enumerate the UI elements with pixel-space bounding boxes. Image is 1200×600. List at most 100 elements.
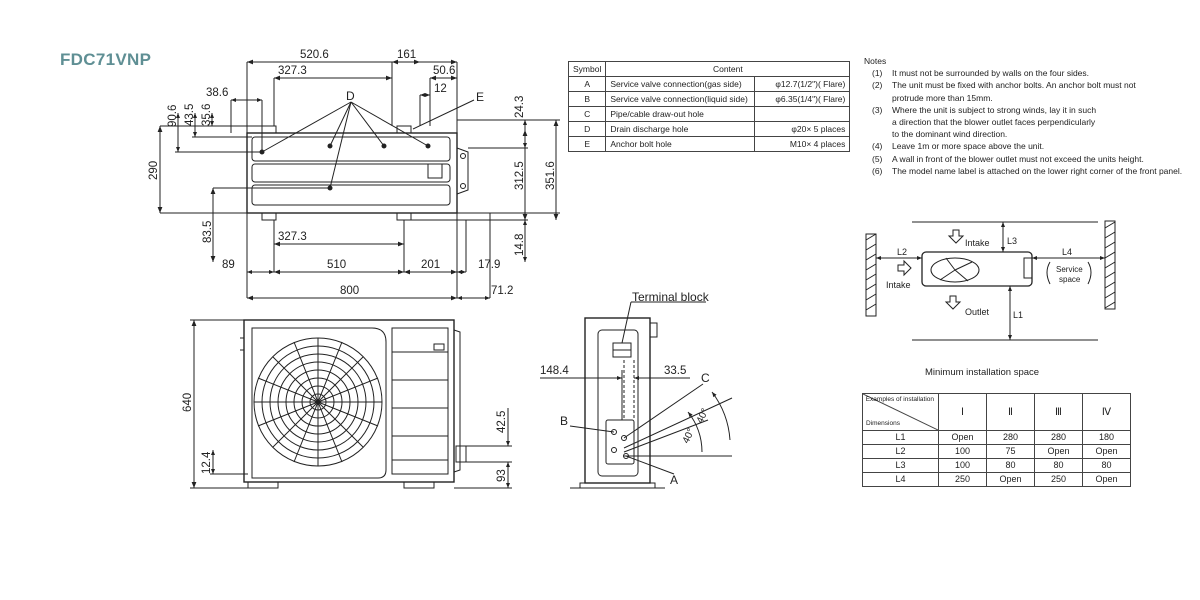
dim-43-5: 43.5	[184, 104, 196, 126]
note-text: Where the unit is subject to strong wind…	[892, 104, 1097, 115]
dim-640: 640	[182, 393, 194, 412]
top-side-bracket	[456, 147, 469, 195]
note-num: (1)	[872, 68, 883, 79]
note-num: (3)	[872, 104, 883, 115]
terminal-block-label: Terminal block	[632, 290, 710, 304]
dim-71-2: 71.2	[491, 285, 513, 297]
corner-top-label: Examples of installation	[865, 396, 934, 403]
dim-312-5: 312.5	[514, 161, 526, 190]
dim-327-3-bottom: 327.3	[278, 231, 307, 243]
symbol-cell: C	[567, 106, 607, 122]
notes: Notes (1)It must not be surrounded by wa…	[864, 55, 1194, 177]
note-text: The model name label is attached on the …	[892, 165, 1183, 176]
intake-top-label: Intake	[965, 238, 990, 248]
anchor-foot-bl	[261, 212, 277, 221]
table-row: C Pipe/cable draw-out hole	[567, 106, 851, 122]
side-view	[540, 301, 733, 489]
label-b: B	[560, 414, 568, 428]
symbol-cell: B	[567, 91, 607, 107]
label-c: C	[701, 371, 710, 385]
table-row: A Service valve connection(gas side) φ12…	[567, 76, 851, 92]
dim-290: 290	[148, 161, 160, 180]
front-foot-right	[403, 481, 435, 489]
side-base	[579, 482, 656, 489]
dim-14-8: 14.8	[514, 234, 526, 256]
spec-cell: M10× 4 places	[754, 136, 851, 152]
note-item: (2)The unit must be fixed with anchor bo…	[864, 79, 1194, 91]
table-row: B Service valve connection(liquid side) …	[567, 91, 851, 107]
space-label: space	[1059, 275, 1081, 284]
spec-cell: φ6.35(1/4")( Flare)	[754, 91, 851, 107]
table-row: L1 Open 280 280 180	[862, 430, 1131, 445]
anchor-foot-tr	[396, 125, 412, 134]
value-cell: 80	[986, 458, 1035, 473]
value-cell: 100	[938, 444, 987, 459]
l1-label: L1	[1013, 310, 1023, 320]
dim-520-6: 520.6	[300, 49, 329, 61]
notes-title: Notes	[864, 56, 887, 66]
l2-label: L2	[897, 247, 907, 257]
row-header: L3	[862, 458, 939, 473]
note-text: protrude more than 15mm.	[892, 92, 993, 103]
dim-89: 89	[222, 259, 235, 271]
intake-left-label: Intake	[886, 280, 911, 290]
label-d: D	[346, 89, 355, 103]
anchor-foot-br	[396, 212, 412, 221]
value-cell: Open	[986, 472, 1035, 487]
col-header: Ⅱ	[986, 393, 1035, 431]
dim-12: 12	[434, 83, 447, 95]
wall-right	[1104, 220, 1116, 310]
examples-table: Examples of installation Dimensions Ⅰ Ⅱ …	[862, 393, 1131, 487]
top-panel-mid	[251, 163, 451, 183]
value-cell: 75	[986, 444, 1035, 459]
table-row: L3 100 80 80 80	[862, 458, 1131, 473]
note-item: (6)The model name label is attached on t…	[864, 165, 1194, 177]
top-panel-upper	[251, 136, 451, 162]
dim-351-6: 351.6	[545, 161, 557, 190]
side-panel	[597, 329, 639, 477]
wall-left	[865, 233, 877, 317]
corner-bottom-label: Dimensions	[866, 420, 900, 427]
symbol-cell: A	[567, 76, 607, 92]
dim-35-6: 35.6	[201, 104, 213, 126]
front-foot-left	[247, 481, 279, 489]
value-cell: Open	[1082, 444, 1131, 459]
value-cell: 280	[1034, 430, 1083, 445]
anchor-foot-tl	[261, 125, 277, 134]
service-label: Service	[1056, 265, 1083, 274]
dim-38-6: 38.6	[206, 87, 228, 99]
content-cell: Drain discharge hole	[605, 121, 756, 137]
dim-148-4: 148.4	[540, 365, 569, 377]
outlet-arrow	[944, 295, 962, 310]
dim-800: 800	[340, 285, 359, 297]
note-item: (3) Where the unit is subject to strong w…	[864, 104, 1194, 116]
col-header: Ⅳ	[1082, 393, 1131, 431]
row-header: L2	[862, 444, 939, 459]
dim-201: 201	[421, 259, 440, 271]
dim-83-5: 83.5	[202, 221, 214, 243]
symbol-table: Symbol Content A Service valve connectio…	[567, 61, 851, 152]
col-header: Ⅲ	[1034, 393, 1083, 431]
l4-label: L4	[1062, 247, 1072, 257]
angle-40-outer: 40°	[695, 407, 711, 425]
value-cell: 280	[986, 430, 1035, 445]
table-row: D Drain discharge hole φ20× 5 places	[567, 121, 851, 137]
content-cell: Service valve connection(liquid side)	[605, 91, 756, 107]
header-content: Content	[605, 61, 851, 77]
content-cell: Service valve connection(gas side)	[605, 76, 756, 92]
top-body-outline	[246, 132, 458, 214]
header-symbol: Symbol	[567, 61, 607, 77]
note-num	[864, 92, 892, 104]
corner-cell: Examples of installation Dimensions	[862, 393, 939, 431]
fan-grille	[251, 327, 387, 479]
intake-left-arrow	[897, 259, 912, 277]
value-cell: 180	[1082, 430, 1131, 445]
symbol-cell: E	[567, 136, 607, 152]
content-cell: Pipe/cable draw-out hole	[605, 106, 756, 122]
value-cell: Open	[1034, 444, 1083, 459]
dim-24-3: 24.3	[514, 96, 526, 118]
note-item: (4)Leave 1m or more space above the unit…	[864, 140, 1194, 152]
dim-33-5: 33.5	[664, 365, 686, 377]
symbol-table-header: Symbol Content	[567, 61, 851, 77]
